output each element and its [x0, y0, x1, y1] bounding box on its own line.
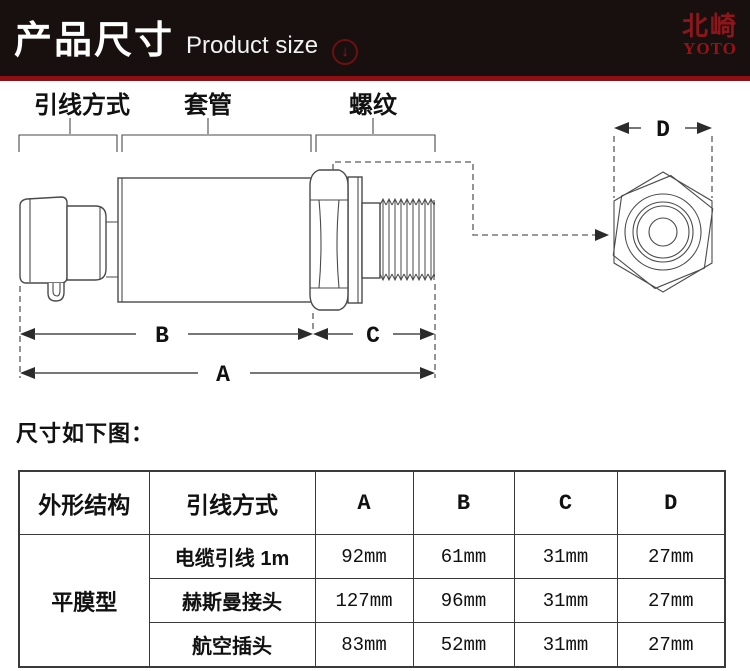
leader-arrow — [595, 229, 609, 241]
sleeve-label: 套管 — [184, 91, 232, 119]
down-arrow-circle-icon: ↓ — [332, 39, 359, 65]
lead-bracket — [18, 134, 118, 152]
table-row: 平膜型 电缆引线 1m 92mm 61mm 31mm 27mm — [18, 534, 726, 668]
hex-nut — [309, 169, 349, 311]
lead-cell: 赫斯曼接头 — [148, 578, 316, 623]
section-header: 产品尺寸 Product size ↓ 北崎 YOTO — [0, 0, 750, 81]
lead-cell: 电缆引线 1m — [148, 534, 316, 579]
label-stems — [69, 118, 374, 134]
dim-c: C — [313, 323, 435, 349]
table-caption: 尺寸如下图： — [16, 421, 155, 446]
connector-side-view — [19, 196, 118, 302]
value-d: 27mm — [616, 578, 726, 623]
table-row: 赫斯曼接头 127mm 96mm 31mm 27mm — [19, 578, 726, 623]
sleeve-bracket — [121, 134, 312, 152]
extension-lines — [19, 284, 436, 378]
dimension-table: 外形结构 引线方式 A B C D 平膜型 电缆引线 1m 92mm 61mm … — [18, 470, 726, 668]
col-header-d: D — [616, 470, 726, 535]
sleeve-body — [117, 177, 315, 303]
table-header-row: 外形结构 引线方式 A B C D — [18, 470, 726, 535]
dim-c-label: C — [366, 323, 380, 349]
thread-bracket — [315, 134, 436, 152]
col-header-b: B — [412, 470, 515, 535]
value-d: 27mm — [616, 534, 726, 579]
brand-logo: 北崎 YOTO — [682, 12, 738, 58]
page-title: 产品尺寸 — [14, 20, 175, 62]
col-header-shape: 外形结构 — [18, 470, 150, 535]
dim-b-label: B — [155, 323, 169, 349]
thread-label: 螺纹 — [349, 91, 398, 119]
thread-section — [347, 176, 435, 304]
value-d: 27mm — [616, 622, 726, 668]
brand-name-en: YOTO — [683, 39, 737, 58]
dim-a-label: A — [216, 362, 230, 388]
col-header-a: A — [314, 470, 414, 535]
value-a: 83mm — [314, 622, 414, 668]
value-a: 127mm — [314, 578, 414, 623]
end-view — [612, 171, 714, 293]
lead-style-label: 引线方式 — [34, 91, 130, 119]
value-b: 52mm — [412, 622, 515, 668]
value-c: 31mm — [513, 622, 618, 668]
value-c: 31mm — [513, 534, 618, 579]
value-c: 31mm — [513, 578, 618, 623]
shape-type-cell: 平膜型 — [18, 534, 150, 668]
dim-a: A — [20, 362, 435, 388]
dim-b: B — [20, 323, 313, 349]
value-b: 96mm — [412, 578, 515, 623]
table-row: 航空插头 83mm 52mm 31mm 27mm — [19, 622, 726, 668]
value-a: 92mm — [314, 534, 414, 579]
page-title-en: Product size — [186, 32, 319, 59]
dim-d: D — [613, 117, 713, 198]
value-b: 61mm — [412, 534, 515, 579]
brand-name-zh: 北崎 — [681, 11, 738, 41]
dim-d-label: D — [656, 117, 670, 143]
lead-cell: 航空插头 — [148, 622, 316, 668]
col-header-c: C — [513, 470, 618, 535]
col-header-lead: 引线方式 — [148, 470, 316, 535]
leader-line — [332, 161, 595, 236]
